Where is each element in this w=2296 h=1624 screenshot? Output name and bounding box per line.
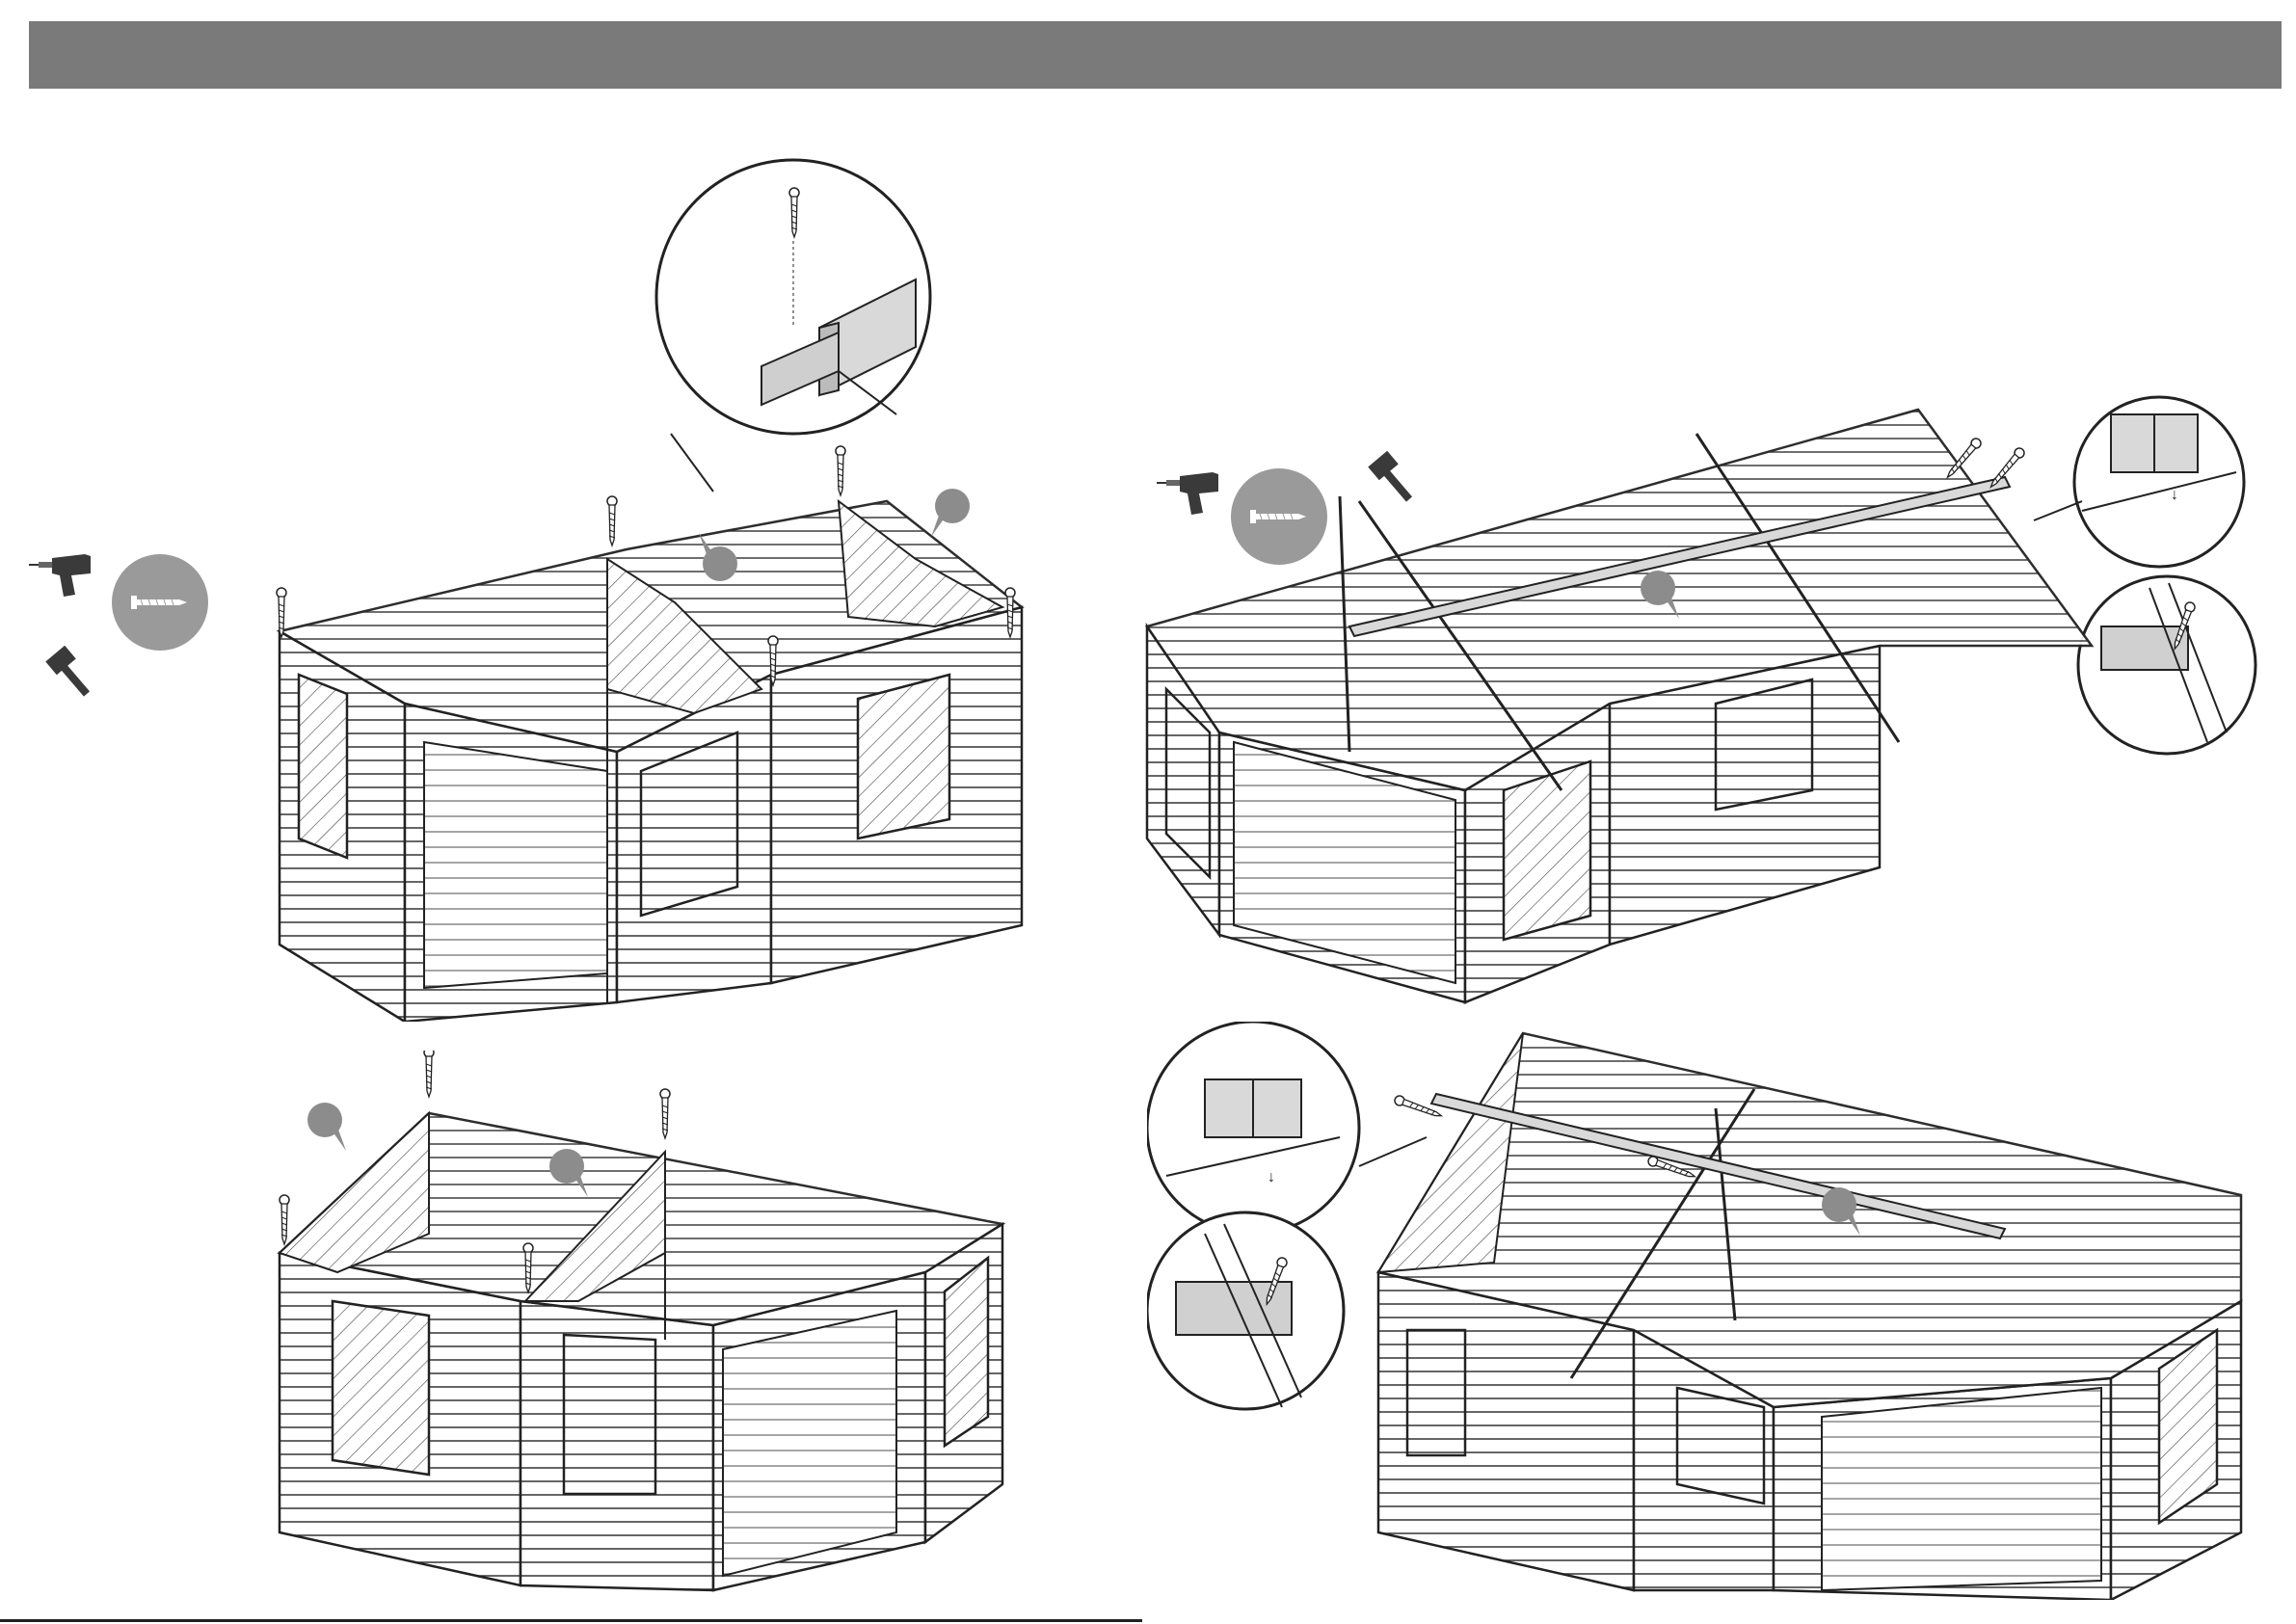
rubber-mallet-icon	[39, 646, 106, 713]
footer-rule	[0, 1619, 1142, 1622]
step-c-diagram: ↓	[1137, 386, 2294, 1022]
step-b-diagram	[260, 1051, 1031, 1610]
svg-text:↓: ↓	[2171, 487, 2178, 503]
cordless-drill-icon	[29, 545, 96, 612]
step-a-diagram	[260, 154, 1060, 1022]
detail-inset-beam-screw	[656, 160, 930, 434]
detail-inset-notch-drop: ↓	[2074, 397, 2244, 567]
step-d-diagram: ↓	[1147, 1022, 2294, 1600]
screw-icon	[110, 552, 210, 652]
header-bar	[29, 21, 2282, 89]
detail-inset-purlin-joint	[2078, 576, 2256, 754]
detail-inset-notch-drop: ↓	[1147, 1022, 1359, 1234]
detail-inset-purlin-joint	[1147, 1212, 1344, 1409]
svg-text:↓: ↓	[1268, 1169, 1275, 1185]
